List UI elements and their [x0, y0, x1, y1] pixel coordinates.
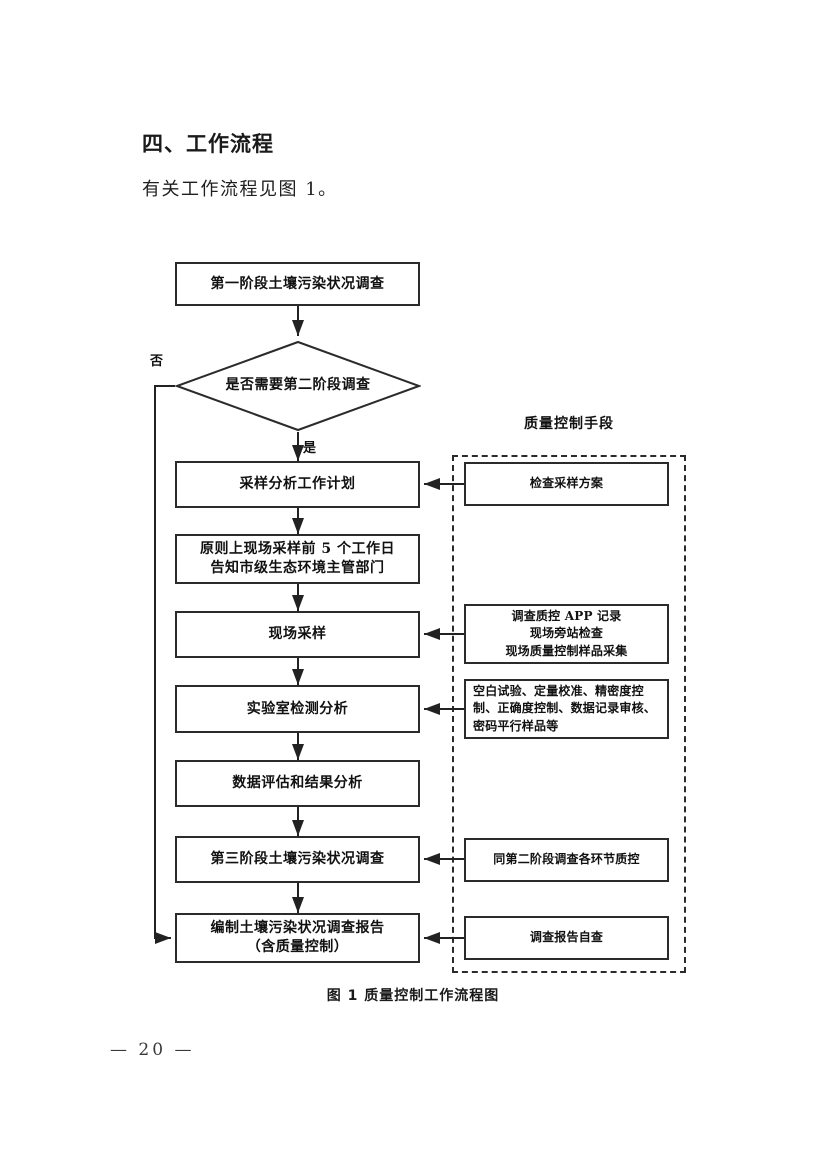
- flow-node-evaluate[interactable]: 数据评估和结果分析: [175, 760, 420, 807]
- qc-panel-title: 质量控制手段: [524, 416, 614, 432]
- qc-node-stage3-controls[interactable]: 同第二阶段调查各环节质控: [464, 838, 669, 882]
- section-intro-text: 有关工作流程见图 1。: [142, 179, 338, 200]
- qc-panel-dashed-border: [452, 455, 686, 973]
- flow-node-sampling[interactable]: 现场采样: [175, 611, 420, 658]
- branch-label-no: 否: [150, 354, 164, 369]
- decision-diamond-shape: [175, 340, 421, 432]
- qc-node-check-sampling-plan[interactable]: 检查采样方案: [464, 462, 669, 506]
- flow-node-lab[interactable]: 实验室检测分析: [175, 685, 420, 733]
- section-heading: 四、工作流程: [142, 132, 274, 156]
- flow-node-report[interactable]: 编制土壤污染状况调查报告（含质量控制）: [175, 913, 420, 963]
- qc-node-lab-analysis-controls[interactable]: 空白试验、定量校准、精密度控制、正确度控制、数据记录审核、密码平行样品等: [464, 679, 669, 739]
- qc-node-report-self-check[interactable]: 调查报告自查: [464, 916, 669, 960]
- flow-node-stage3[interactable]: 第三阶段土壤污染状况调查: [175, 836, 420, 883]
- flow-node-decision[interactable]: 是否需要第二阶段调查: [175, 340, 421, 432]
- branch-label-yes: 是: [303, 441, 317, 456]
- flow-node-stage1[interactable]: 第一阶段土壤污染状况调查: [175, 262, 420, 306]
- flow-node-notify[interactable]: 原则上现场采样前 5 个工作日告知市级生态环境主管部门: [175, 534, 420, 584]
- qc-node-field-sampling-controls[interactable]: 调查质控 APP 记录现场旁站检查现场质量控制样品采集: [464, 604, 669, 664]
- flow-node-plan[interactable]: 采样分析工作计划: [175, 461, 420, 508]
- page-number: — 20 —: [110, 1040, 195, 1060]
- figure-caption: 图 1 质量控制工作流程图: [326, 988, 500, 1004]
- decision-label: 是否需要第二阶段调查: [225, 377, 371, 394]
